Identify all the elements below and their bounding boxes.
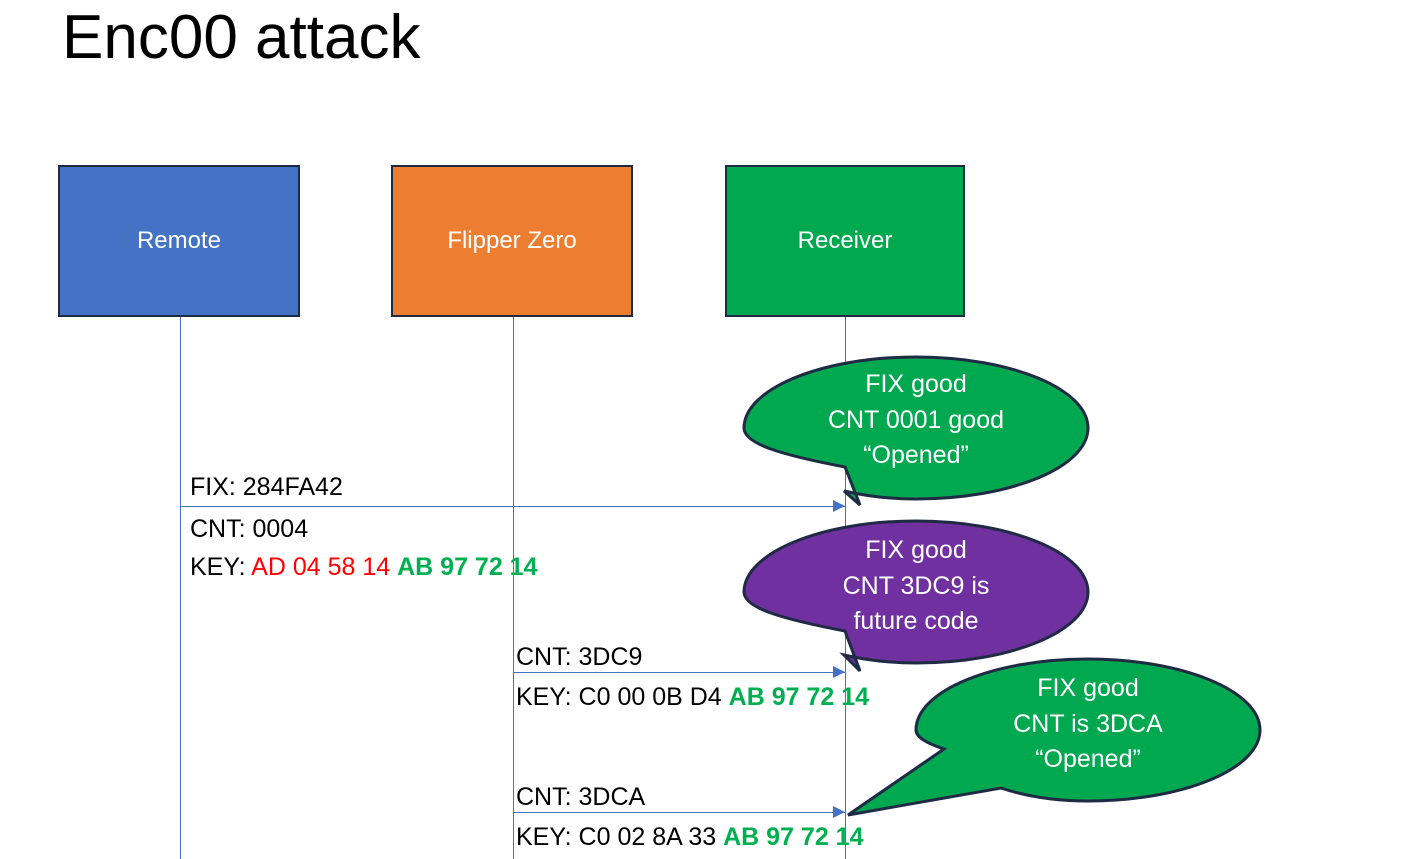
message-arrow-2 (513, 672, 845, 673)
message-arrow-3 (513, 812, 845, 813)
actor-box-receiver[interactable]: Receiver (725, 165, 965, 317)
actor-label-remote: Remote (136, 227, 222, 254)
key-segment-1-red: AD 04 58 14 (251, 553, 398, 581)
key-segment-2-green: AB 97 72 14 (728, 683, 870, 711)
key-segment-3-black: C0 02 8A 33 (578, 823, 724, 851)
message-arrow-1 (180, 506, 845, 507)
key-segment-2-black: C0 00 0B D4 (578, 683, 729, 711)
message-label-2-key: KEY: C0 00 0B D4 AB 97 72 14 (516, 681, 869, 713)
actor-box-flipper[interactable]: Flipper Zero (391, 165, 633, 317)
actor-box-remote[interactable]: Remote (58, 165, 300, 317)
message-label-3-cnt: CNT: 3DCA (516, 783, 646, 811)
message-label-1-key: KEY: AD 04 58 14 AB 97 72 14 (190, 551, 537, 583)
callout-shape-1 (742, 355, 1090, 507)
lifeline-flipper (513, 317, 514, 859)
callout-shape-3 (847, 657, 1262, 817)
actor-label-flipper: Flipper Zero (447, 227, 577, 254)
message-label-1-fix: FIX: 284FA42 (190, 473, 343, 501)
page-title: Enc00 attack (62, 3, 421, 72)
key-segment-3-green: AB 97 72 14 (723, 823, 864, 851)
key-prefix-3: KEY: (516, 823, 579, 851)
callout-shape-2 (742, 519, 1090, 673)
key-prefix-2: KEY: (516, 683, 579, 711)
arrowhead-icon-1 (833, 500, 845, 512)
message-label-3-key: KEY: C0 02 8A 33 AB 97 72 14 (516, 821, 863, 853)
actor-label-receiver: Receiver (797, 227, 893, 254)
key-prefix-1: KEY: (190, 553, 252, 581)
callout-bubble-1[interactable]: FIX good CNT 0001 good “Opened” (742, 355, 1090, 507)
arrowhead-icon-3 (833, 806, 845, 818)
lifeline-remote (180, 317, 181, 859)
callout-bubble-2[interactable]: FIX good CNT 3DC9 is future code (742, 519, 1090, 673)
callout-bubble-3[interactable]: FIX good CNT is 3DCA “Opened” (847, 657, 1262, 817)
message-label-2-cnt: CNT: 3DC9 (516, 643, 643, 671)
arrowhead-icon-2 (833, 666, 845, 678)
key-segment-1-green: AB 97 72 14 (397, 553, 538, 581)
message-label-1-cnt: CNT: 0004 (190, 515, 309, 543)
